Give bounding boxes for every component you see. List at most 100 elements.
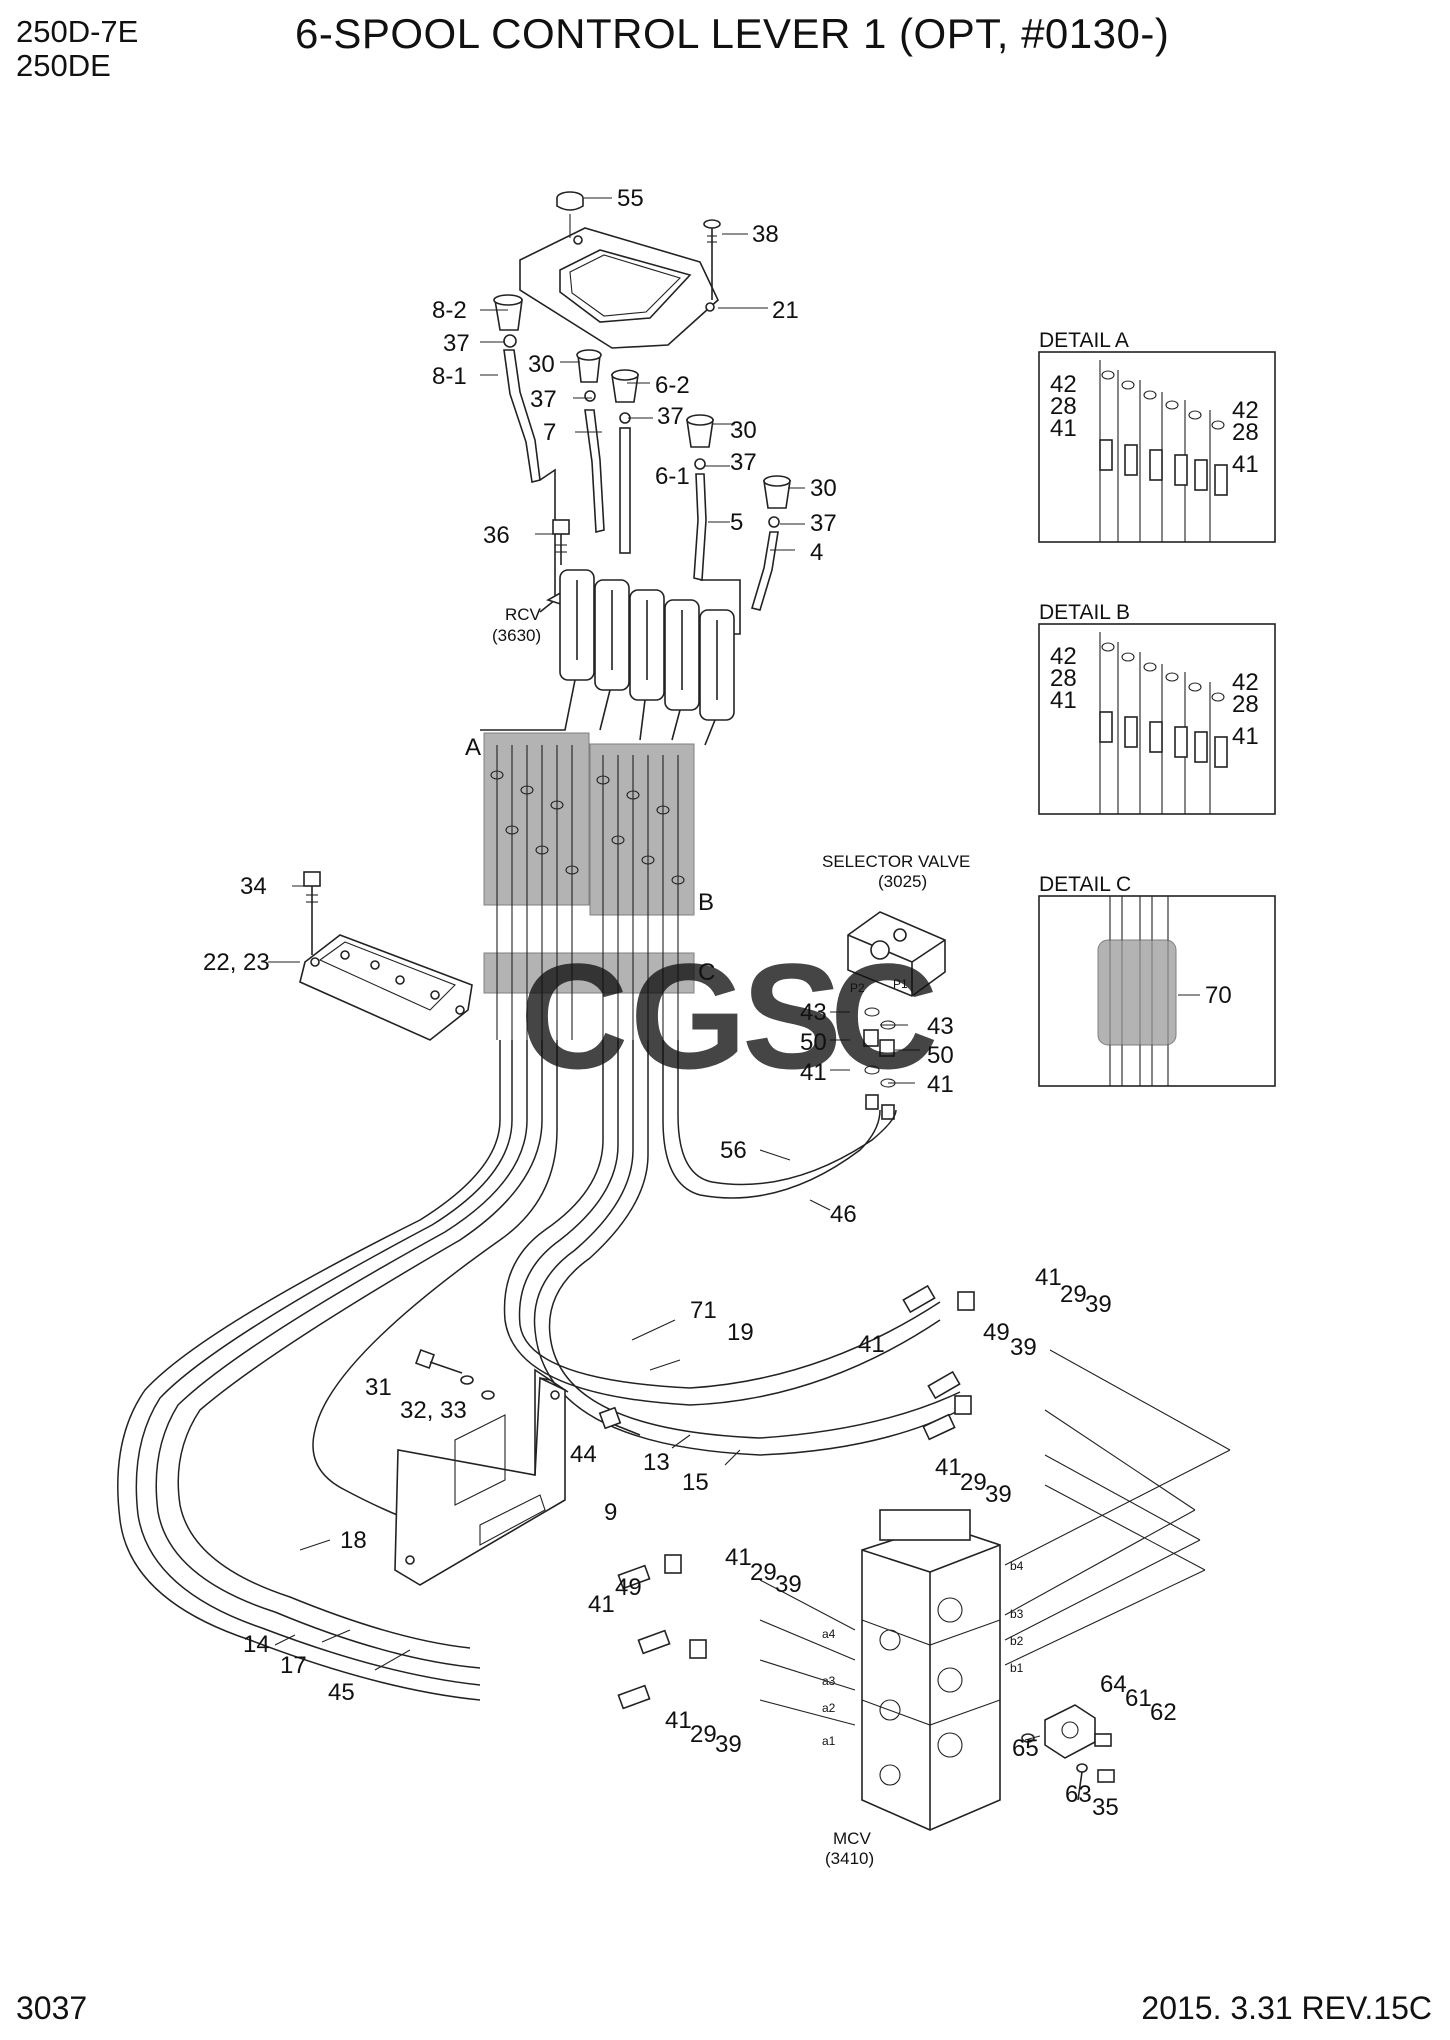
detail-b-callout-41a: 41 — [1050, 687, 1077, 714]
callout-5: 5 — [730, 509, 743, 536]
callout-14: 14 — [243, 1631, 270, 1658]
callout-43b: 43 — [927, 1013, 954, 1040]
callout-6-1: 6-1 — [655, 463, 690, 490]
detail-a-callout-41b: 41 — [1232, 451, 1259, 478]
cap-55[interactable] — [556, 191, 584, 238]
screw-38[interactable] — [703, 219, 721, 300]
callout-35: 35 — [1092, 1794, 1119, 1821]
cover-plate-21[interactable] — [519, 227, 719, 349]
callout-41c: 41 — [1035, 1264, 1062, 1291]
selector-valve-label: SELECTOR VALVE — [822, 852, 970, 871]
callout-56: 56 — [720, 1137, 747, 1164]
detail-a-callout-28b: 28 — [1232, 419, 1259, 446]
port-a4: a4 — [822, 1627, 836, 1641]
detail-b-callout-41b: 41 — [1232, 723, 1259, 750]
lever-4[interactable] — [750, 475, 791, 611]
callout-6-2: 6-2 — [655, 372, 690, 399]
callout-44: 44 — [570, 1441, 597, 1468]
callout-29c: 29 — [750, 1559, 777, 1586]
detail-a-callout-41a: 41 — [1050, 415, 1077, 442]
rcv-label: RCV — [505, 605, 542, 624]
detail-b-callout-42b: 42 — [1232, 669, 1259, 696]
callout-30a: 30 — [528, 351, 555, 378]
selector-valve-code: (3025) — [878, 872, 927, 891]
callout-65: 65 — [1012, 1735, 1039, 1762]
callout-41a: 41 — [800, 1059, 827, 1086]
callout-39c: 39 — [985, 1481, 1012, 1508]
plate-22-23[interactable] — [299, 934, 473, 1041]
callout-8-1: 8-1 — [432, 363, 467, 390]
detail-c-callout-70: 70 — [1205, 982, 1232, 1009]
callout-37e: 37 — [810, 510, 837, 537]
rcv-block[interactable]: RCV (3630) — [480, 468, 741, 746]
detail-b-title: DETAIL B — [1039, 601, 1130, 624]
callout-29b: 29 — [960, 1469, 987, 1496]
detail-b-callout-28a: 28 — [1050, 665, 1077, 692]
detail-a-title: DETAIL A — [1039, 329, 1129, 352]
bolt-36[interactable] — [552, 519, 570, 565]
callout-41f: 41 — [725, 1544, 752, 1571]
callout-36: 36 — [483, 522, 510, 549]
zone-c[interactable]: C — [483, 952, 715, 994]
callout-7: 7 — [543, 419, 556, 446]
svg-text:G: G — [630, 932, 747, 1100]
zone-a-marker: A — [465, 734, 481, 761]
selector-valve[interactable]: SELECTOR VALVE (3025) P2 P1 — [822, 852, 970, 997]
watermark-logo: C G S C — [520, 932, 938, 1100]
detail-a-callout-42a: 42 — [1050, 371, 1077, 398]
callout-63: 63 — [1065, 1781, 1092, 1808]
callout-61: 61 — [1125, 1685, 1152, 1712]
callout-29a: 29 — [1060, 1281, 1087, 1308]
selector-fittings — [863, 1007, 896, 1120]
callout-8-2: 8-2 — [432, 297, 467, 324]
callout-39b: 39 — [1010, 1334, 1037, 1361]
leader-lines — [268, 197, 1200, 1741]
callout-46: 46 — [830, 1201, 857, 1228]
mcv-code: (3410) — [825, 1849, 874, 1868]
lever-6[interactable] — [611, 369, 639, 554]
mcv-guide-lines — [759, 1349, 1231, 1726]
bolt-44[interactable] — [598, 1406, 641, 1436]
callout-50a: 50 — [800, 1029, 827, 1056]
detail-b-callout-28b: 28 — [1232, 691, 1259, 718]
callout-50b: 50 — [927, 1042, 954, 1069]
hose-bundle-right[interactable] — [503, 1040, 961, 1456]
callout-21: 21 — [772, 297, 799, 324]
port-p1: P1 — [893, 977, 908, 991]
lever-7[interactable] — [576, 349, 605, 534]
callout-4: 4 — [810, 539, 823, 566]
detail-a-callout-28a: 28 — [1050, 393, 1077, 420]
callout-31: 31 — [365, 1374, 392, 1401]
hose-bundle-left[interactable] — [117, 1040, 558, 1701]
svg-text:S: S — [742, 932, 842, 1100]
callout-41d: 41 — [858, 1331, 885, 1358]
callout-39e: 39 — [715, 1731, 742, 1758]
callout-45: 45 — [328, 1679, 355, 1706]
model-code-secondary: 250DE — [16, 48, 111, 83]
detail-b-box[interactable]: DETAIL B — [1038, 601, 1276, 815]
port-p2: P2 — [850, 981, 865, 995]
zone-b-marker: B — [698, 889, 714, 916]
bolt-34[interactable] — [303, 871, 321, 955]
detail-c-box[interactable]: DETAIL C — [1038, 873, 1276, 1087]
callout-39a: 39 — [1085, 1291, 1112, 1318]
callout-37c: 37 — [657, 403, 684, 430]
fittings-column — [490, 745, 685, 1040]
bolt-31[interactable] — [415, 1349, 495, 1400]
detail-a-box[interactable]: DETAIL A — [1038, 329, 1276, 543]
bracket-9[interactable] — [394, 1368, 569, 1586]
callout-19: 19 — [727, 1319, 754, 1346]
callout-41h: 41 — [665, 1707, 692, 1734]
rcv-code: (3630) — [492, 626, 541, 645]
callout-29d: 29 — [690, 1721, 717, 1748]
port-a1: a1 — [822, 1734, 836, 1748]
page-number: 3037 — [16, 1990, 88, 2026]
detail-c-title: DETAIL C — [1039, 873, 1131, 896]
lever-5[interactable] — [686, 414, 714, 582]
model-code-primary: 250D-7E — [16, 14, 139, 49]
callout-37d: 37 — [730, 449, 757, 476]
callout-22-23: 22, 23 — [203, 949, 270, 976]
zone-b[interactable]: B — [589, 743, 714, 916]
callout-41g: 41 — [588, 1591, 615, 1618]
